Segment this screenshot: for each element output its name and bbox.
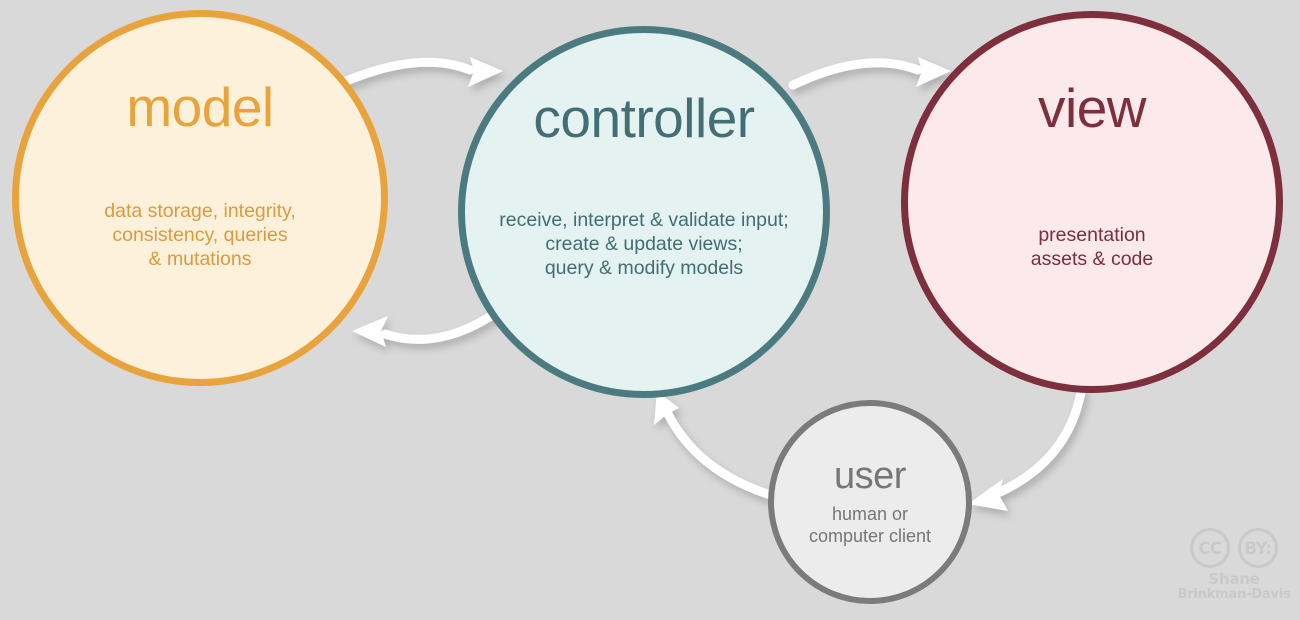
node-view-description: presentation assets & code [1030, 224, 1154, 271]
node-controller-description: receive, interpret & validate input; cre… [499, 209, 789, 280]
node-model[interactable]: model data storage, integrity, consisten… [12, 10, 388, 386]
attribution-block: CC BY: Shane Brinkman-Davis [1176, 528, 1292, 610]
attribution-by-icon: BY: [1238, 528, 1278, 568]
arrow-view-to-user [968, 387, 1086, 511]
arrow-controller-to-view [788, 57, 951, 90]
creative-commons-icon: CC [1190, 528, 1230, 568]
arrow-model-to-controller [339, 57, 503, 87]
node-view-title: view [1037, 77, 1147, 139]
node-model-title: model [126, 76, 274, 138]
author-name-line1: Shane [1208, 570, 1260, 588]
node-controller-title: controller [533, 87, 755, 149]
author-name-line2: Brinkman-Davis [1177, 587, 1291, 602]
arrow-controller-to-model [352, 305, 505, 347]
node-view[interactable]: view presentation assets & code [901, 11, 1283, 393]
arrow-user-to-controller [654, 391, 793, 505]
creative-commons-badges: CC BY: [1176, 528, 1292, 568]
node-user-title: user [834, 454, 906, 497]
node-controller[interactable]: controller receive, interpret & validate… [458, 26, 830, 398]
node-user[interactable]: user human or computer client [768, 400, 972, 604]
node-user-description: human or computer client [808, 503, 932, 546]
node-model-description: data storage, integrity, consistency, qu… [104, 200, 296, 271]
